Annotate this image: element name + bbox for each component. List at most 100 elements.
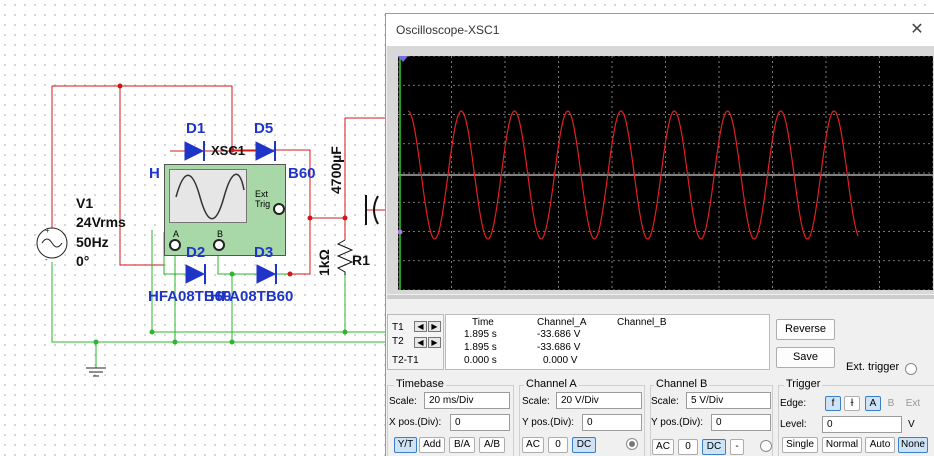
mode-ab-button[interactable]: A/B — [479, 437, 505, 453]
close-button[interactable]: ✕ — [910, 21, 924, 38]
t2-left-arrow-button[interactable]: ◀ — [414, 337, 427, 348]
rising-edge-button[interactable]: f — [825, 396, 841, 411]
trigger-level-field[interactable]: 0 — [822, 416, 902, 433]
capacitor-value-label: 4700µF — [328, 146, 344, 194]
readout-t1-channel-a: -33.686 V — [537, 329, 581, 340]
channel-a-trace — [407, 110, 859, 240]
trigger-none-button[interactable]: None — [898, 437, 928, 453]
channel-b-dc-button[interactable]: DC — [702, 439, 726, 455]
trigger-level-unit: V — [908, 419, 915, 430]
reverse-button[interactable]: Reverse — [776, 319, 835, 340]
resistor-value-label: 1kΩ — [316, 249, 332, 276]
resistor-name-label: R1 — [352, 252, 370, 268]
scope-display[interactable] — [398, 56, 933, 290]
trigger-group — [778, 385, 934, 456]
readout-header-time: Time — [472, 317, 494, 328]
readout-t1-time: 1.895 s — [464, 329, 497, 340]
channel-a-input-terminal[interactable] — [626, 438, 638, 450]
diode-part-right-label: HFA08TB60 — [210, 288, 294, 305]
trigger-level-label: Level: — [780, 419, 807, 430]
readout-header-channel-a: Channel_A — [537, 317, 587, 328]
trigger-single-button[interactable]: Single — [782, 437, 818, 453]
readout-t2-channel-a: -33.686 V — [537, 342, 581, 353]
source-phase-label: 0° — [76, 253, 90, 269]
readout-t2-time: 1.895 s — [464, 342, 497, 353]
rising-edge-icon: f — [831, 398, 835, 409]
ext-trig-connector[interactable] — [273, 203, 285, 215]
ext-trigger-terminal[interactable] — [905, 363, 917, 375]
top-part-left-label: H — [149, 165, 160, 182]
source-voltage-label: 24Vrms — [76, 214, 126, 230]
channel-b-group — [650, 385, 773, 456]
timebase-scale-field[interactable]: 20 ms/Div — [424, 392, 510, 409]
mode-yt-button[interactable]: Y/T — [394, 437, 417, 453]
channel-b-ypos-label: Y pos.(Div): — [651, 417, 704, 428]
mode-add-button[interactable]: Add — [419, 437, 445, 453]
terminal-a-connector[interactable] — [169, 239, 181, 251]
channel-b-invert-button[interactable]: - — [730, 439, 744, 455]
diode-d5-label: D5 — [254, 120, 274, 137]
trigger-edge-label: Edge: — [780, 398, 807, 409]
diode-d2-label: D2 — [186, 244, 206, 261]
channel-b-zero-button[interactable]: 0 — [678, 439, 698, 455]
readout-diff-time: 0.000 s — [464, 355, 497, 366]
instrument-sine-icon — [175, 173, 245, 220]
cursor-intersection-dot — [398, 229, 403, 235]
diode-d1-label: D1 — [186, 120, 206, 137]
channel-b-scale-label: Scale: — [651, 396, 679, 407]
falling-edge-button[interactable]: ɫ — [844, 396, 860, 411]
trigger-source-ext-button[interactable]: Ext — [905, 398, 921, 409]
window-titlebar[interactable]: Oscilloscope-XSC1 — [386, 14, 934, 46]
channel-a-scale-field[interactable]: 20 V/Div — [556, 392, 642, 409]
channel-a-scale-label: Scale: — [522, 396, 550, 407]
mode-ba-button[interactable]: B/A — [449, 437, 475, 453]
channel-b-ac-button[interactable]: AC — [652, 439, 674, 455]
horizontal-scrollbar[interactable] — [387, 295, 934, 299]
schematic-wires: + - — [36, 83, 385, 377]
timebase-title: Timebase — [394, 378, 446, 390]
terminal-b-connector[interactable] — [213, 239, 225, 251]
cursor-marker — [398, 56, 408, 62]
trigger-auto-button[interactable]: Auto — [865, 437, 895, 453]
t1-right-arrow-button[interactable]: ▶ — [428, 321, 441, 332]
t1-left-arrow-button[interactable]: ◀ — [414, 321, 427, 332]
terminal-b-label: B — [217, 229, 224, 239]
circuit-schematic: + - Ext Trig A B — [0, 0, 400, 456]
source-name-label: V1 — [76, 195, 94, 211]
save-button[interactable]: Save — [776, 347, 835, 368]
channel-b-ypos-field[interactable]: 0 — [711, 414, 771, 431]
readout-diff-channel-a: 0.000 V — [543, 355, 578, 366]
cursor-readout-table: Time Channel_A Channel_B 1.895 s -33.686… — [445, 314, 770, 370]
channel-a-zero-button[interactable]: 0 — [548, 437, 568, 453]
trigger-normal-button[interactable]: Normal — [822, 437, 862, 453]
trigger-source-a-button[interactable]: A — [865, 396, 881, 411]
trigger-title: Trigger — [784, 378, 823, 390]
oscilloscope-window: Oscilloscope-XSC1 ✕ T1 T2 T2-T1 ◀ ▶ ◀ ▶ … — [385, 13, 934, 456]
diode-d3-label: D3 — [254, 244, 274, 261]
channel-b-input-terminal[interactable] — [760, 440, 772, 452]
trigger-source-b-button[interactable]: B — [887, 398, 895, 409]
scope-screen-frame — [387, 46, 934, 294]
window-title: Oscilloscope-XSC1 — [396, 23, 500, 37]
readout-header-channel-b: Channel_B — [617, 317, 667, 328]
t2-right-arrow-button[interactable]: ▶ — [428, 337, 441, 348]
svg-text:-: - — [45, 255, 48, 264]
channel-b-scale-field[interactable]: 5 V/Div — [686, 392, 771, 409]
terminal-a-label: A — [173, 229, 180, 239]
timebase-xpos-label: X pos.(Div): — [389, 417, 442, 428]
channel-a-ypos-field[interactable]: 0 — [582, 414, 642, 431]
falling-edge-icon: ɫ — [850, 398, 854, 409]
timebase-xpos-field[interactable]: 0 — [450, 414, 510, 431]
channel-a-ac-button[interactable]: AC — [522, 437, 544, 453]
channel-a-title: Channel A — [524, 378, 579, 390]
diode-part-left-label: HFA08TB60 — [148, 288, 232, 305]
cursor-names-panel: T1 T2 T2-T1 ◀ ▶ ◀ ▶ — [387, 314, 444, 370]
timebase-group — [387, 385, 514, 456]
channel-a-dc-button[interactable]: DC — [572, 437, 596, 453]
cursor-diff-label: T2-T1 — [392, 355, 419, 366]
channel-a-group — [519, 385, 645, 456]
oscilloscope-instrument[interactable]: Ext Trig A B — [164, 164, 286, 256]
top-part-right-label: B60 — [288, 165, 316, 182]
channel-b-title: Channel B — [654, 378, 710, 390]
source-frequency-label: 50Hz — [76, 234, 109, 250]
